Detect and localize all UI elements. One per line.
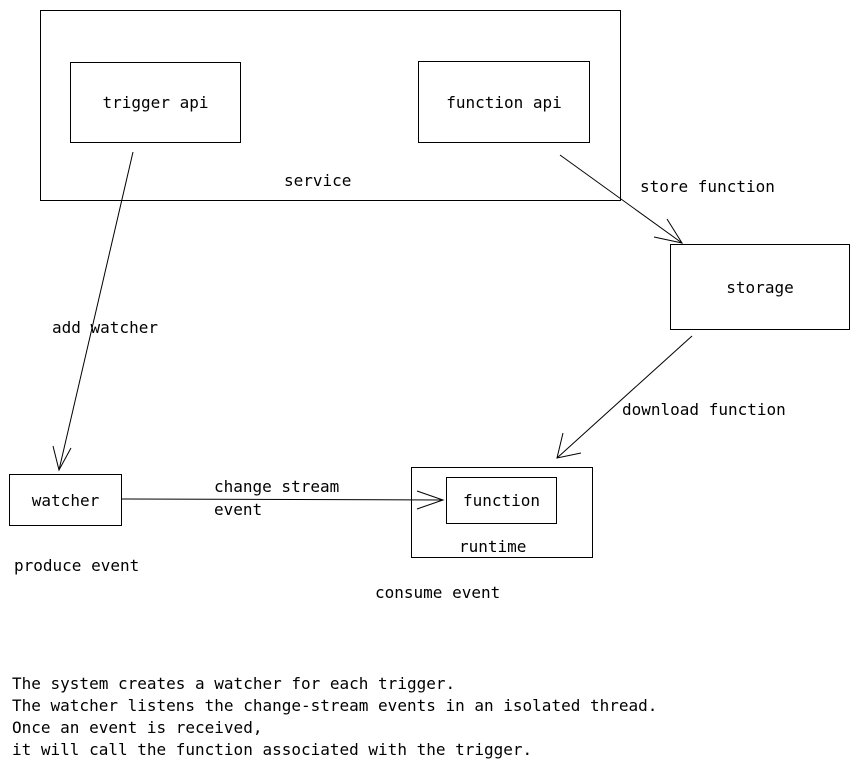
add-watcher-label: add watcher xyxy=(52,318,158,337)
change-stream-arrowhead xyxy=(416,490,445,510)
watcher-label: watcher xyxy=(31,490,100,510)
trigger-api-label: trigger api xyxy=(102,93,209,112)
function-api-label: function api xyxy=(446,92,562,112)
service-label: service xyxy=(284,171,352,190)
storage-label: storage xyxy=(726,277,794,297)
add-watcher-arrowhead xyxy=(52,445,72,472)
runtime-label: runtime xyxy=(459,537,527,556)
trigger-api-box: trigger api xyxy=(70,62,241,143)
download-function-arrow xyxy=(556,335,693,459)
change-stream-arrow xyxy=(121,498,444,501)
store-function-arrow xyxy=(559,154,683,244)
store-function-label: store function xyxy=(640,177,775,196)
function-label: function xyxy=(462,491,541,510)
function-api-box: function api xyxy=(418,61,590,143)
produce-event-label: produce event xyxy=(14,556,140,575)
download-function-label: download function xyxy=(622,400,786,419)
watcher-box: watcher xyxy=(9,474,122,526)
description-line: The system creates a watcher for each tr… xyxy=(12,674,456,693)
function-box: function xyxy=(446,477,557,524)
download-function-arrowhead xyxy=(556,432,582,459)
storage-box: storage xyxy=(670,244,850,330)
description-line: The watcher listens the change-stream ev… xyxy=(12,696,658,715)
change-stream-label-line2: event xyxy=(214,500,263,519)
description-text: The system creates a watcher for each tr… xyxy=(12,673,657,761)
runtime-box xyxy=(411,467,593,558)
add-watcher-arrow xyxy=(58,151,134,471)
store-function-arrowhead xyxy=(653,218,684,244)
description-line: Once an event is received, xyxy=(12,718,263,737)
change-stream-label-line1: change stream xyxy=(214,477,340,496)
consume-event-label: consume event xyxy=(375,583,501,602)
service-box xyxy=(40,10,621,201)
description-line: it will call the function associated wit… xyxy=(12,740,533,759)
